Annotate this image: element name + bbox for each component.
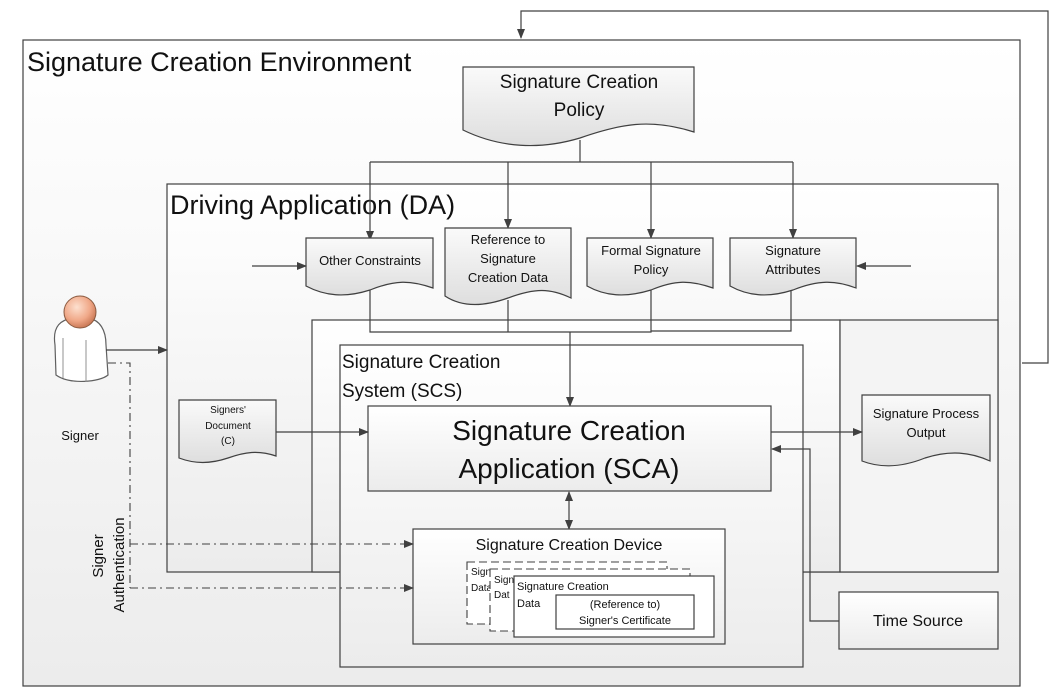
scd-back1-line2: Data (471, 583, 493, 594)
time-source-box (838, 591, 999, 650)
time-source-to-sca-arrow (771, 445, 839, 622)
signer-auth-line2: Authentication (111, 517, 128, 612)
process-output-doc (861, 394, 991, 467)
certificate-box (555, 594, 695, 630)
attributes-line1: Signature (765, 243, 821, 258)
signer-auth-vertical (108, 362, 131, 588)
scd-front-line2: Data (517, 598, 541, 610)
signers-document-line1: Signers' (210, 405, 246, 416)
signature-creation-policy-doc (462, 66, 695, 147)
certificate-line2: Signer's Certificate (579, 615, 671, 627)
signers-document-line3: (C) (221, 436, 235, 447)
sca-line1: Signature Creation (452, 415, 685, 446)
other-constraints-label: Other Constraints (319, 253, 421, 268)
scdev-title: Signature Creation Device (476, 537, 663, 554)
process-output-line2: Output (906, 425, 945, 440)
scd-front-line1: Signature Creation (517, 581, 609, 593)
scd-back2-line2: Dat (494, 590, 510, 601)
docs-collector-right (651, 290, 792, 332)
policy-line1: Signature Creation (500, 72, 658, 93)
attributes-line2: Attributes (766, 262, 821, 277)
process-output-line1: Signature Process (873, 406, 980, 421)
signer-auth-line1: Signer (90, 534, 107, 577)
scd-back1-line1: Sign (471, 567, 491, 578)
sca-box (367, 405, 772, 492)
reference-scd-line2: Signature (480, 251, 536, 266)
attributes-doc (729, 237, 857, 296)
other-constraints-doc (305, 237, 434, 296)
reference-scd-doc (444, 227, 572, 306)
signers-document-line2: Document (205, 421, 251, 432)
sca-line2: Application (SCA) (459, 453, 680, 484)
environment-title: Signature Creation Environment (27, 47, 412, 77)
signer-person-icon (53, 295, 109, 382)
driving-application-title: Driving Application (DA) (170, 190, 455, 220)
time-source-label: Time Source (873, 613, 963, 630)
policy-line2: Policy (554, 100, 605, 121)
formal-policy-line1: Formal Signature (601, 243, 701, 258)
certificate-line1: (Reference to) (590, 599, 660, 611)
scs-title-line1: Signature Creation (342, 352, 500, 373)
formal-policy-line2: Policy (634, 262, 669, 277)
signers-document-doc (178, 399, 277, 464)
docs-collector-left (369, 290, 652, 333)
scs-title-line2: System (SCS) (342, 381, 462, 402)
reference-scd-line1: Reference to (471, 232, 545, 247)
formal-policy-doc (586, 237, 714, 296)
reference-scd-line3: Creation Data (468, 270, 549, 285)
signer-label: Signer (61, 428, 99, 443)
feedback-loop-connector (517, 10, 1049, 364)
scd-back2-line1: Sign (494, 575, 514, 586)
